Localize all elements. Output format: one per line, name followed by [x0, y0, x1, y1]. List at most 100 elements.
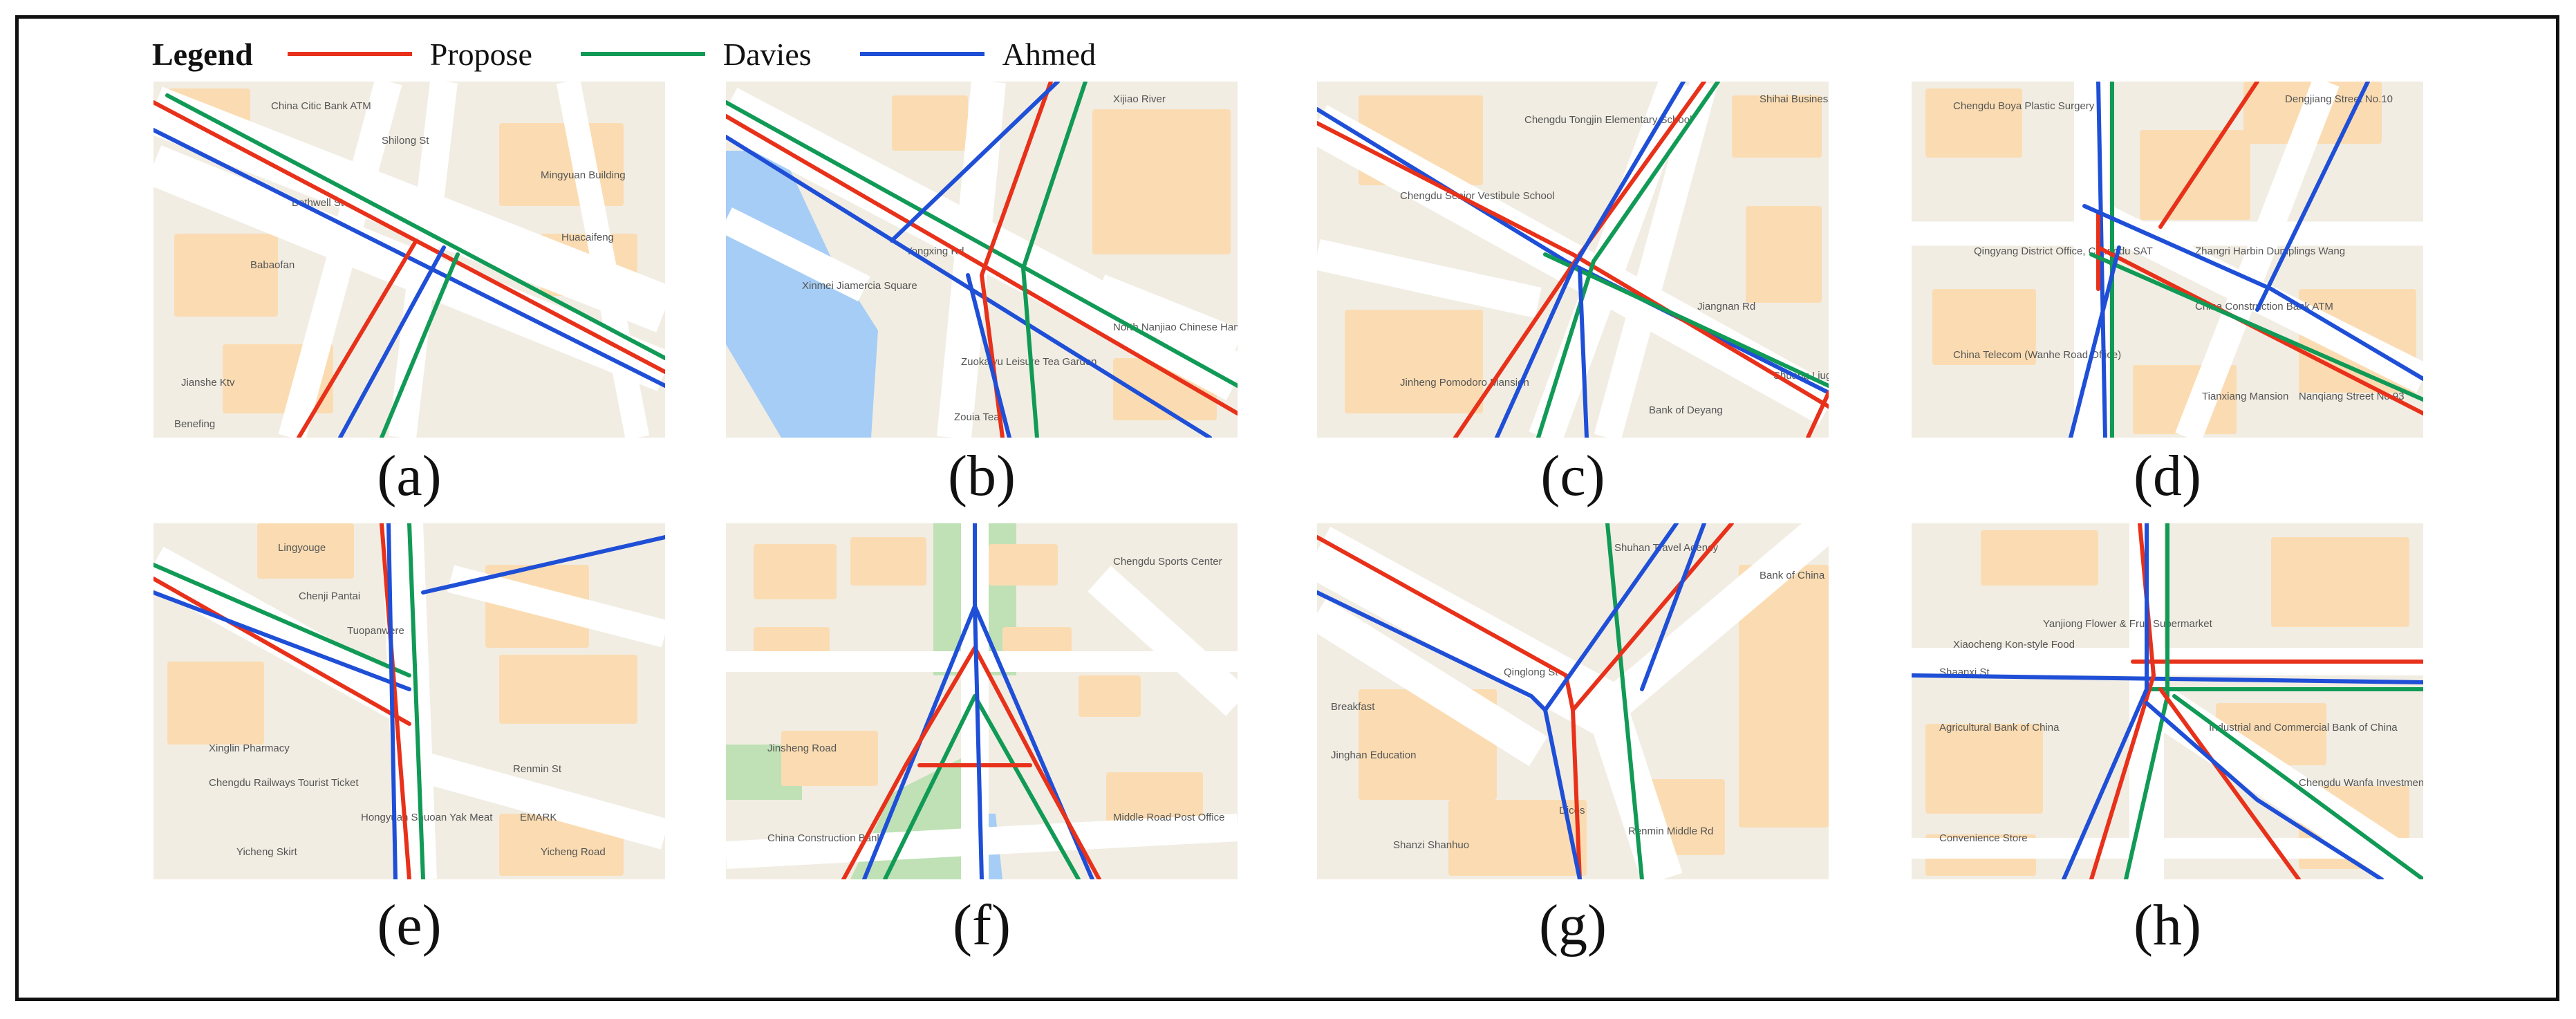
legend-title: Legend	[152, 36, 253, 72]
building	[167, 662, 264, 745]
propose-track	[726, 114, 1238, 415]
map-label: Zhangri Harbin Dumplings Wang	[2195, 245, 2345, 257]
legend-label-ahmed: Ahmed	[1002, 36, 1096, 72]
map-label: Renmin St	[513, 763, 562, 775]
map-label: Lingyouge	[278, 542, 326, 554]
map-label: Dengjiang Street No.10	[2285, 93, 2393, 105]
davies-track	[407, 523, 425, 879]
road	[1317, 598, 1548, 767]
road	[1317, 526, 1621, 735]
caption-e: (e)	[377, 893, 442, 957]
building	[174, 234, 278, 317]
building	[850, 537, 926, 586]
figure-frame	[15, 15, 2559, 1001]
map-label: Convenience Store	[1939, 832, 2028, 844]
map-label: Benefing	[174, 418, 215, 430]
map-label: Tuopanwere	[347, 625, 404, 637]
building	[1092, 109, 1231, 254]
ahmed-track	[1578, 266, 1589, 438]
map-label: Yicheng Road	[541, 846, 606, 858]
map-panel-d: Chengdu Boya Plastic Surgery Dengjiang St…	[1912, 82, 2423, 438]
road	[153, 546, 427, 729]
ahmed-track	[726, 135, 1212, 438]
ahmed-track	[2062, 523, 2149, 879]
davies-track	[1021, 82, 1088, 438]
ahmed-track	[386, 523, 398, 879]
map-label: Qingyang District Office, Chengdu SAT	[1974, 245, 2153, 257]
legend-label-davies: Davies	[722, 36, 812, 72]
building	[1345, 310, 1483, 413]
map-label: Jinsheng Road	[767, 742, 837, 754]
water-area	[726, 151, 878, 438]
ahmed-track	[890, 82, 1060, 243]
map-svg-c: Chengdu Tongjin Elementary SchoolShihai …	[1317, 82, 1829, 438]
legend-swatch-davies	[580, 52, 705, 56]
map-label: EMARK	[520, 812, 557, 823]
ahmed-track	[153, 590, 411, 691]
davies-track	[1543, 252, 1829, 388]
map-label: Huacaifeng	[561, 232, 614, 243]
road	[1317, 239, 1542, 318]
road	[2175, 82, 2340, 438]
map-label: Breakfast	[1331, 701, 1375, 713]
ahmed-track	[973, 604, 984, 879]
ahmed-track	[1317, 107, 1829, 395]
map-label: Babaofan	[250, 259, 295, 271]
ahmed-track	[1495, 82, 1686, 438]
propose-track	[1806, 391, 1829, 438]
map-label: China Telecom (Wanhe Road Office)	[1953, 349, 2121, 361]
caption-d: (d)	[2134, 444, 2201, 508]
map-label: Tianxiang Mansion	[2202, 391, 2288, 402]
road	[447, 565, 665, 648]
ahmed-track	[153, 128, 665, 388]
propose-track	[297, 239, 418, 438]
davies-track	[153, 563, 411, 677]
road	[1093, 274, 1238, 359]
map-label: Nanqiang Street No.93	[2299, 391, 2405, 402]
davies-track	[1536, 82, 1720, 438]
davies-track	[2172, 694, 2423, 879]
map-label: China Citic Bank ATM	[271, 100, 371, 112]
ahmed-track	[338, 245, 446, 438]
map-label: Industrial and Commercial Bank of China	[2209, 722, 2398, 733]
davies-track	[973, 694, 1081, 879]
map-label: Bank of China	[1760, 570, 1825, 581]
propose-track	[1317, 535, 1582, 879]
road	[1529, 82, 1693, 438]
davies-track	[380, 252, 460, 438]
caption-a: (a)	[377, 444, 442, 508]
building	[1981, 530, 2098, 586]
ahmed-track	[2069, 245, 2121, 438]
building	[1732, 95, 1822, 158]
davies-track	[883, 694, 977, 879]
map-label: Chengdu Senior Vestibule School	[1400, 190, 1555, 202]
building	[781, 731, 878, 786]
map-label: Chengdu Wanfa Investment Group	[2299, 777, 2423, 789]
propose-track	[2158, 687, 2301, 879]
map-label: Jiangnan Rd	[1697, 301, 1755, 312]
building	[1925, 724, 2043, 814]
propose-track	[380, 523, 411, 879]
map-label: Chengdu Boya Plastic Surgery	[1953, 100, 2095, 112]
map-label: China Construction Bank	[767, 832, 882, 844]
building	[1746, 206, 1822, 303]
road	[382, 523, 437, 879]
building	[499, 123, 624, 206]
building	[754, 544, 837, 599]
davies-track	[1605, 523, 1644, 879]
caption-f: (f)	[953, 893, 1011, 957]
map-label: Xijiao River	[1113, 93, 1166, 105]
map-label: Jinghan Education	[1331, 749, 1416, 761]
road	[1088, 565, 1238, 716]
map-label: Mingyuan Building	[541, 169, 626, 181]
